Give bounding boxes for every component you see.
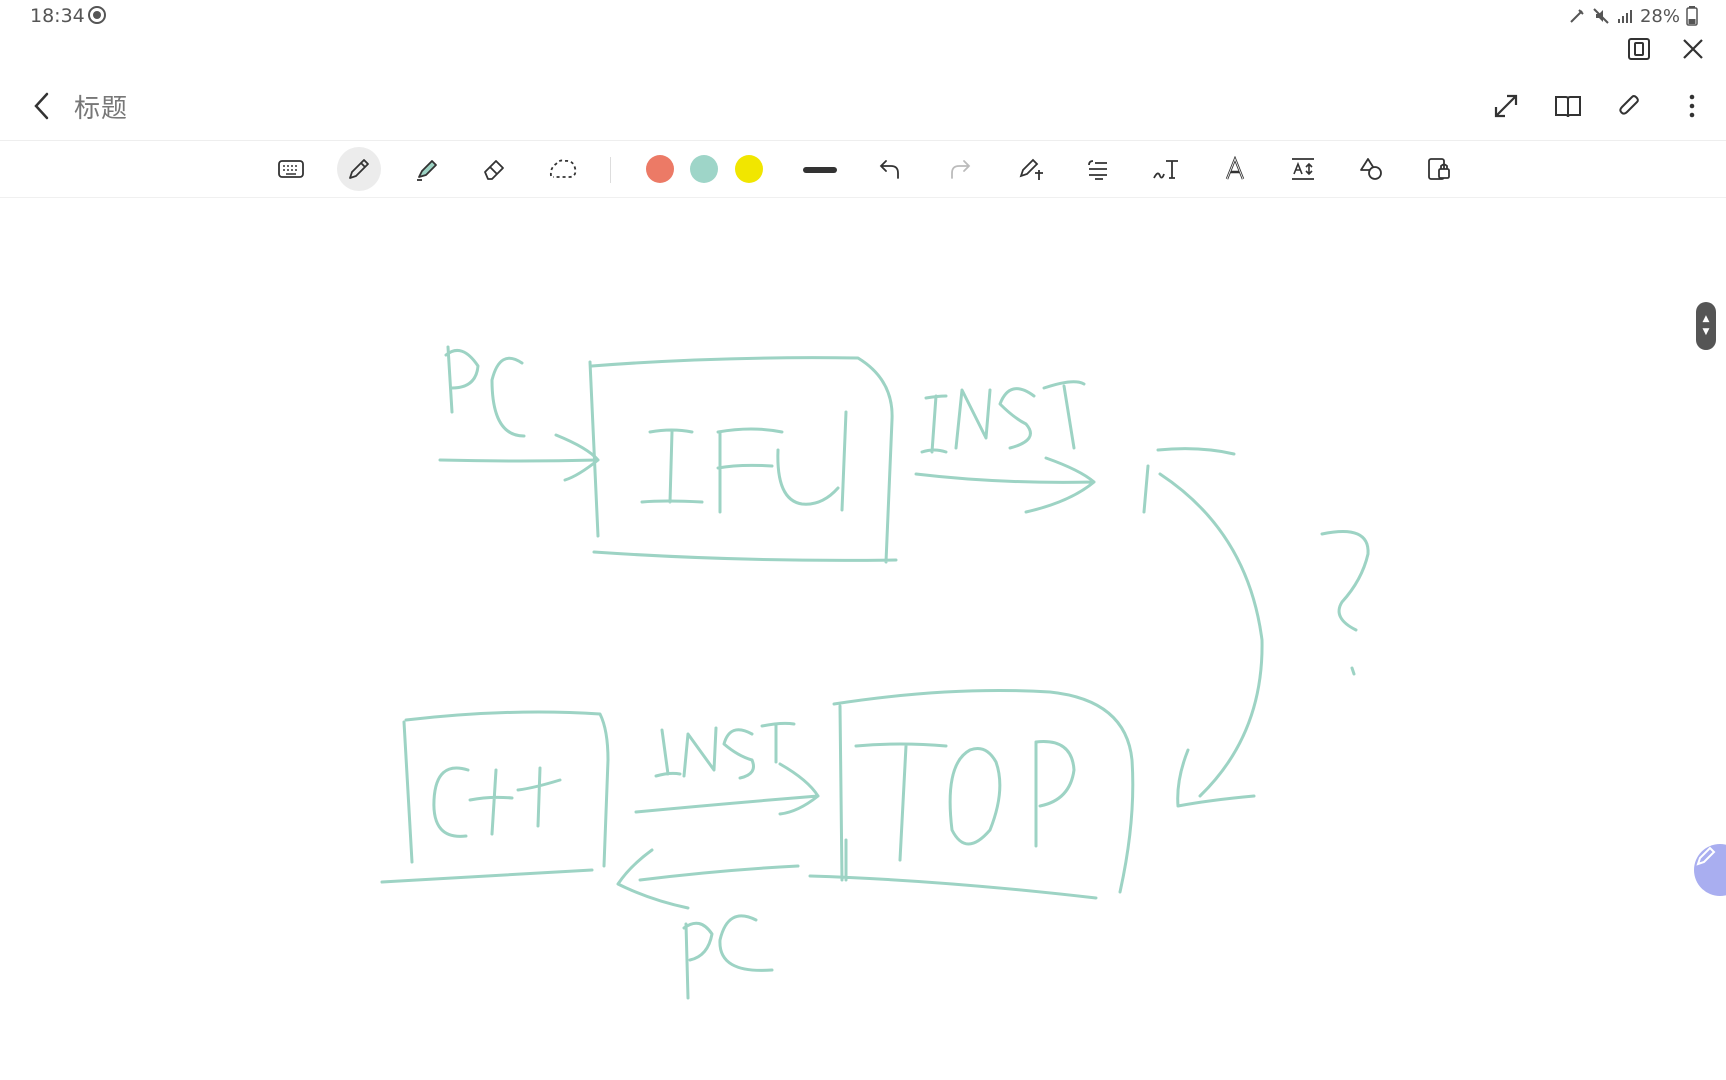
split-view-button[interactable] <box>1624 34 1654 64</box>
align-text-button[interactable] <box>1076 147 1120 191</box>
ink-box-cpp <box>380 710 610 884</box>
pen-status-icon <box>1568 7 1586 25</box>
window-controls <box>1624 34 1708 64</box>
ink-text-inst-top <box>920 380 1086 454</box>
ink-text-ifu <box>640 410 848 514</box>
toolbar-divider <box>610 157 611 183</box>
status-indicators: 28% <box>1568 4 1698 28</box>
chevron-down-icon: ▼ <box>1702 327 1710 337</box>
ink-arrow-ifu-out <box>914 456 1096 514</box>
color-red[interactable] <box>646 155 674 183</box>
highlighter-icon <box>417 160 437 181</box>
ink-layer <box>380 345 1370 1000</box>
more-vertical-icon <box>1689 94 1695 118</box>
redo-icon <box>951 160 971 179</box>
pen-icon <box>1696 846 1716 866</box>
drawing-canvas[interactable]: ▲ ▼ <box>0 200 1726 1080</box>
attachment-icon <box>1619 95 1639 115</box>
book-view-button[interactable] <box>1546 84 1590 128</box>
close-icon <box>1683 39 1703 59</box>
split-view-icon <box>1628 38 1650 60</box>
ink-bracket-right <box>1142 447 1236 514</box>
screen-record-icon <box>88 6 106 24</box>
note-title[interactable]: 标题 <box>74 94 129 124</box>
signal-icon <box>1616 7 1634 25</box>
text-spacing-icon <box>1292 158 1314 180</box>
ink-text-inst-bottom <box>654 721 796 780</box>
more-options-button[interactable] <box>1670 84 1714 128</box>
shapes-icon <box>1360 158 1382 180</box>
handwriting-to-text-button[interactable] <box>1144 147 1188 191</box>
ink-arrow-top-cpp <box>616 848 800 910</box>
color-yellow[interactable] <box>735 155 763 183</box>
pen-icon <box>349 159 369 179</box>
expand-button[interactable] <box>1484 84 1528 128</box>
ink-arrow-cpp-top <box>634 762 820 816</box>
scroll-handle[interactable]: ▲ ▼ <box>1696 302 1716 350</box>
drawing-toolbar <box>0 140 1726 198</box>
ink-box-top <box>808 689 1135 900</box>
undo-icon <box>879 160 899 179</box>
ink-arrow-down-curve <box>1158 472 1264 808</box>
ink-text-pc-bottom <box>682 914 774 1000</box>
ink-text-pc-top <box>444 345 526 438</box>
ink-box-ifu <box>588 356 898 564</box>
status-bar: 18:34 28% <box>0 0 1726 34</box>
eraser-icon <box>484 160 504 180</box>
battery-text: 28% <box>1639 5 1680 27</box>
text-spacing-button[interactable] <box>1281 147 1325 191</box>
undo-button[interactable] <box>868 147 912 191</box>
highlighter-tool[interactable] <box>405 147 449 191</box>
ink-question-mark <box>1320 530 1370 676</box>
redo-button[interactable] <box>938 147 982 191</box>
lock-page-button[interactable] <box>1417 147 1461 191</box>
keyboard-tool[interactable] <box>269 147 313 191</box>
ink-arrow-pc-ifu <box>438 433 600 482</box>
align-text-icon <box>1088 160 1107 180</box>
ink-text-top <box>854 740 1076 862</box>
ink-text-cpp <box>432 766 562 838</box>
book-view-icon <box>1555 96 1581 118</box>
title-actions <box>1484 84 1714 128</box>
title-bar: 标题 <box>0 78 1726 134</box>
shapes-button[interactable] <box>1349 147 1393 191</box>
mute-icon <box>1592 7 1610 25</box>
chevron-left-icon <box>34 92 49 120</box>
close-button[interactable] <box>1678 34 1708 64</box>
status-time: 18:34 <box>30 5 85 27</box>
pen-to-text-button[interactable] <box>1009 147 1053 191</box>
lock-page-icon <box>1428 158 1450 180</box>
text-style-icon <box>1225 156 1245 180</box>
battery-icon <box>1686 6 1698 26</box>
keyboard-icon <box>278 160 304 178</box>
lasso-tool[interactable] <box>541 147 585 191</box>
pen-width-indicator[interactable] <box>803 167 837 173</box>
expand-icon <box>1494 94 1518 118</box>
text-style-button[interactable] <box>1213 147 1257 191</box>
attachment-button[interactable] <box>1608 84 1652 128</box>
pen-to-text-icon <box>1019 158 1043 180</box>
pen-tool[interactable] <box>337 147 381 191</box>
back-button[interactable] <box>24 86 60 126</box>
lasso-icon <box>549 159 577 178</box>
color-teal[interactable] <box>690 155 718 183</box>
chevron-up-icon: ▲ <box>1702 314 1710 324</box>
eraser-tool[interactable] <box>472 147 516 191</box>
handwriting-to-text-icon <box>1153 160 1178 179</box>
